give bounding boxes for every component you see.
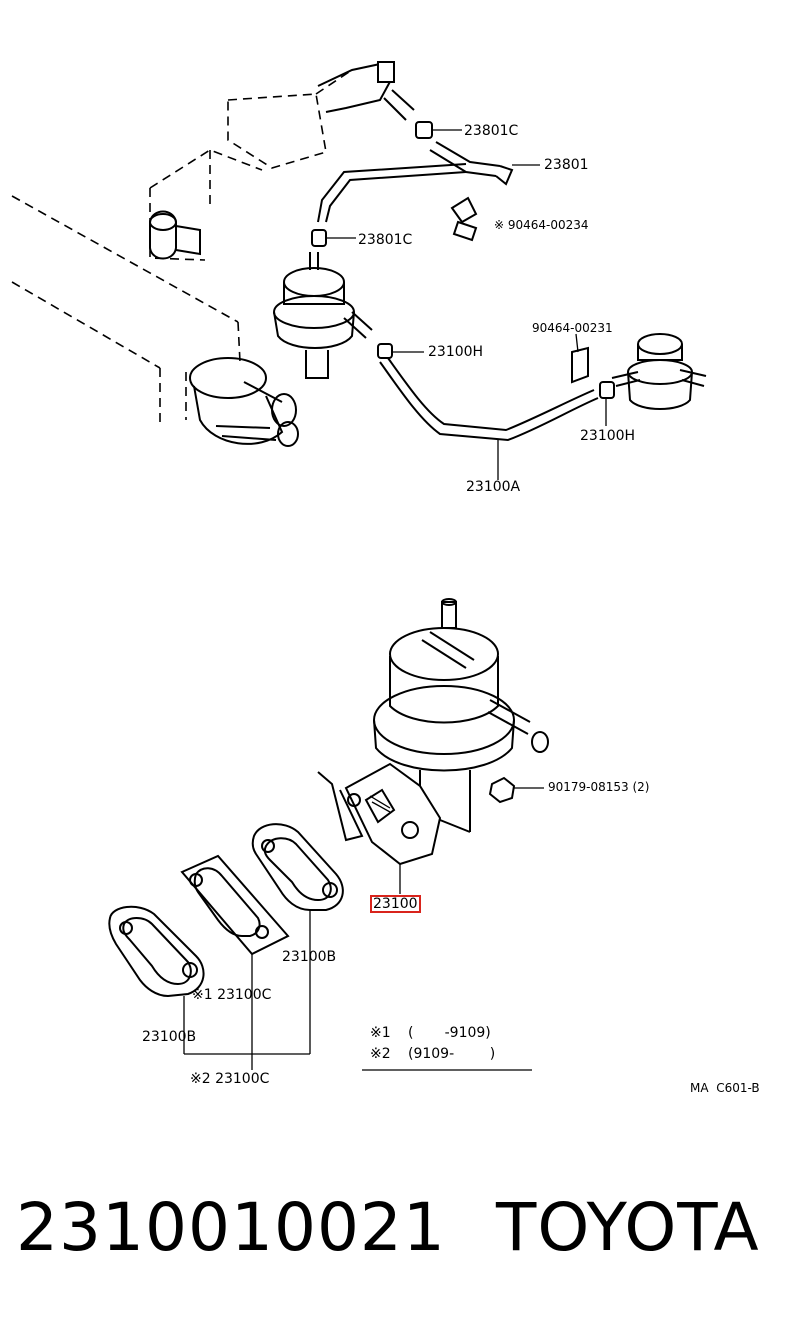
vacuum-actuator [273,252,373,379]
hose-clamp-23100h-left [377,343,424,359]
label-23100h-left: 23100H [428,344,484,360]
legend-row2-range: (9109- ) [408,1046,496,1062]
legend-row2-mark: ※2 [370,1046,391,1062]
label-23100c-2: ※2 23100C [190,1071,270,1087]
clip-90464-00231 [571,333,589,384]
intake-fitting [317,61,415,121]
legend-row1-mark: ※1 [370,1025,391,1041]
label-90179-08153: 90179-08153 (2) [548,780,650,794]
label-23100b-left: 23100B [142,1029,197,1045]
injector-body [189,357,299,447]
fuel-pressure-regulator [611,333,707,410]
fuel-hose-23100a [379,357,599,480]
vent-pipe-23801 [317,141,540,223]
engine-block-outline [11,69,353,422]
throttle-boss [149,210,201,260]
clip-90464-00234 [450,196,478,242]
hose-clamp-23100h-right [599,381,615,426]
insulator-23100c [180,854,290,1070]
hose-clamp-23801c-top [415,121,462,139]
gasket-23100b-right [251,823,344,1054]
gasket-23100b-left [108,905,205,1054]
label-23100a: 23100A [466,479,521,495]
nut-90179-08153 [488,776,544,804]
legend-row1-range: ( -9109) [408,1025,491,1041]
label-23100-highlighted: 23100 [370,895,421,913]
label-90464-00234: ※ 90464-00234 [494,218,589,232]
label-23801c-top: 23801C [464,123,519,139]
label-23100b-right: 23100B [282,949,337,965]
label-23100h-right: 23100H [580,428,636,444]
part-number: 2310010021 [16,1189,446,1266]
brand-name: TOYOTA [496,1189,760,1266]
diagram-code: MA C601-B [690,1081,760,1095]
hose-clamp-23801c-lower [311,229,356,247]
label-23801c-lower: 23801C [358,232,413,248]
mounting-flange [317,762,442,894]
label-90464-00231: 90464-00231 [532,321,613,335]
label-23801: 23801 [544,157,589,173]
label-23100c-1: ※1 23100C [192,987,272,1003]
fuel-pump-23100 [373,598,549,833]
